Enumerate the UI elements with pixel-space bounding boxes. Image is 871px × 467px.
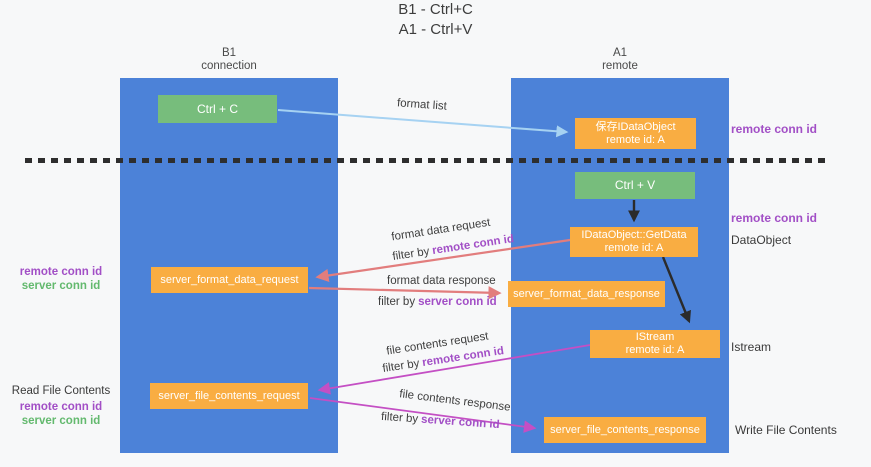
node-save-idataobject: 保存IDataObject remote id: A [575,118,696,149]
edge-label-file-contents-response: file contents response [398,388,512,414]
filter-by-text-1: filter by [391,245,431,263]
node-ctrl-c: Ctrl + C [158,95,277,123]
column-a1-role: remote [602,60,638,72]
node-server-file-contents-response: server_file_contents_response [544,417,706,443]
label-istream: Istream [731,340,772,354]
filter-by-text-3: filter by [381,357,421,375]
node-server-file-contents-request: server_file_contents_request [150,383,308,409]
node-server-format-data-request: server_format_data_request [151,267,308,293]
filter-by-text-2: filter by [378,296,416,308]
column-header-b1: B1 connection [120,47,338,73]
label-remote-conn-id-left-2: remote conn id [19,401,103,413]
column-b1-role: connection [201,60,257,72]
node-idataobject-getdata-line2: remote id: A [604,242,664,254]
label-remote-conn-id-mid-right: remote conn id [731,211,818,225]
node-idataobject-getdata-line1: IDataObject::GetData [581,229,687,241]
column-a1-name: A1 [612,47,628,59]
node-save-idataobject-line2: remote id: A [606,133,665,146]
node-istream: IStream remote id: A [590,330,720,358]
title-line-1: B1 - Ctrl+C [398,1,473,18]
node-ctrl-v-label: Ctrl + V [614,178,656,192]
node-save-idataobject-line1: 保存IDataObject [595,120,676,133]
label-remote-conn-id-left-1: remote conn id [19,266,103,278]
column-header-a1: A1 remote [511,47,729,73]
node-istream-line2: remote id: A [625,344,685,356]
label-server-conn-id-left-1: server conn id [21,280,101,292]
node-server-format-data-response: server_format_data_response [508,281,665,307]
node-ctrl-c-label: Ctrl + C [196,101,238,116]
label-server-conn-id-left-2: server conn id [21,415,101,427]
phase-divider-dashed-line [25,158,831,163]
node-server-format-data-request-label: server_format_data_request [160,273,299,286]
filter-remote-conn-id-1: remote conn id [431,233,515,258]
node-server-file-contents-response-label: server_file_contents_response [550,423,700,436]
diagram-title: B1 - Ctrl+C A1 - Ctrl+V [0,0,871,40]
label-group-conn-ids-format: remote conn id server conn id [5,265,117,293]
column-b1-name: B1 [221,47,237,59]
edge-label-format-list: format list [396,97,448,113]
label-remote-conn-id-top-right: remote conn id [731,122,818,136]
filter-server-conn-id-1: server conn id [418,296,497,308]
title-line-2: A1 - Ctrl+V [398,21,473,38]
label-read-file-contents: Read File Contents [11,385,111,397]
filter-by-text-4: filter by [380,410,419,426]
node-idataobject-getdata: IDataObject::GetData remote id: A [570,227,698,257]
node-server-file-contents-request-label: server_file_contents_request [158,389,300,402]
label-write-file-contents: Write File Contents [735,423,837,437]
filter-server-conn-id-2: server conn id [420,413,500,432]
label-dataobject: DataObject [731,233,792,247]
node-ctrl-v: Ctrl + V [575,172,695,199]
node-server-format-data-response-label: server_format_data_response [513,287,660,300]
label-group-read-file-contents: Read File Contents remote conn id server… [5,384,117,428]
node-istream-line1: IStream [635,331,675,343]
edge-label-format-data-response: format data response [387,275,496,287]
